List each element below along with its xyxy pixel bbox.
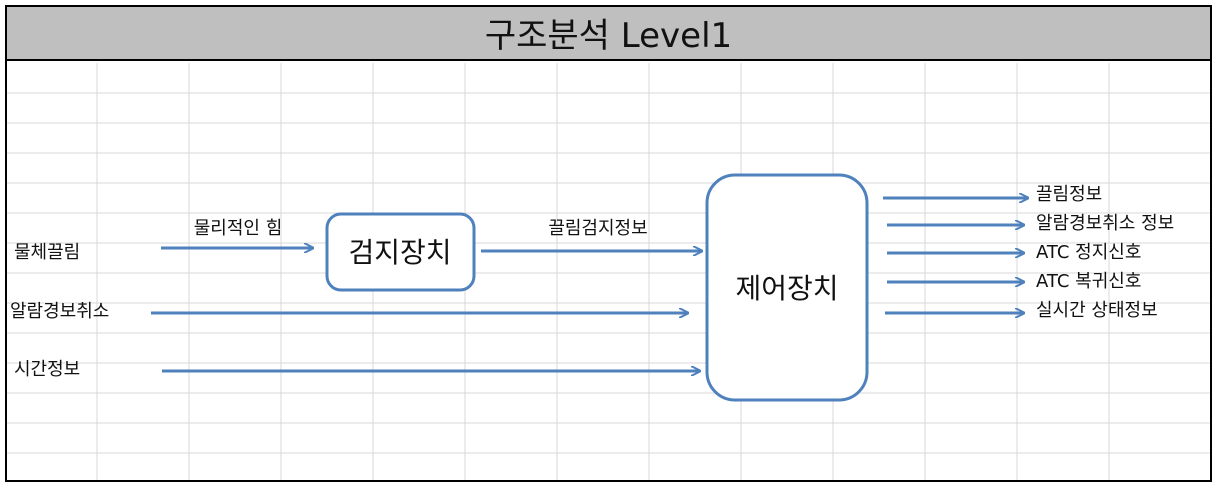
input-label-alarm-cancel: 알람경보취소 xyxy=(10,301,109,322)
diagram-title: 구조분석 Level1 xyxy=(484,15,733,56)
output-label-3: ATC 정지신호 xyxy=(1036,242,1141,263)
title-bar: 구조분석 Level1 xyxy=(5,5,1212,61)
control-device-label: 제어장치 xyxy=(735,272,838,305)
output-label-5: 실시간 상태정보 xyxy=(1036,300,1158,321)
detect-device-label: 검지장치 xyxy=(348,236,451,269)
flow-label-physical-force: 물리적인 힘 xyxy=(194,218,283,239)
output-label-4: ATC 복귀신호 xyxy=(1036,271,1141,292)
input-label-time-info: 시간정보 xyxy=(14,359,80,380)
output-label-2: 알람경보취소 정보 xyxy=(1036,213,1174,234)
grid-lines xyxy=(5,63,1212,480)
input-label-object-pinch: 물체끌림 xyxy=(14,242,80,263)
detect-device-box xyxy=(325,212,476,292)
flow-label-pinch-detect-info: 끌림검지정보 xyxy=(548,218,647,239)
output-label-1: 끌림정보 xyxy=(1036,184,1102,205)
control-device-box xyxy=(705,173,869,402)
